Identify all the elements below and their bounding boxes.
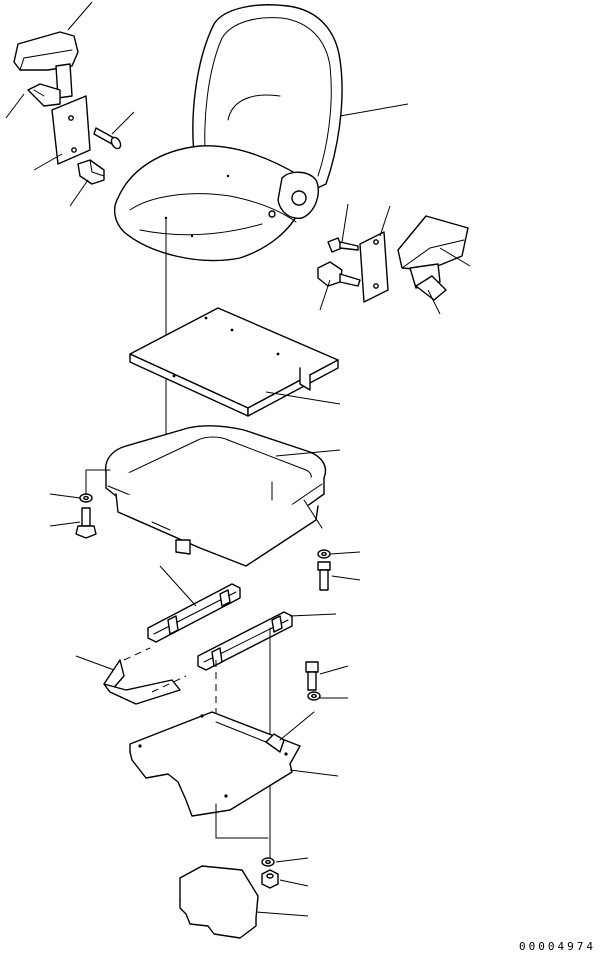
mat-icon [179, 865, 259, 939]
washer-icon [307, 691, 321, 701]
seat-assembly-icon [113, 4, 343, 262]
base-plate-icon [129, 711, 315, 839]
seat-plate-icon [129, 307, 339, 417]
armrest-bracket-left-icon [51, 95, 91, 165]
armrest-bracket-right-icon [359, 231, 389, 303]
slide-rail-left-icon [147, 583, 241, 643]
suspension-frame-icon [85, 425, 327, 567]
lever-icon [103, 647, 187, 705]
nut-icon [261, 869, 279, 889]
bolt-left-lower-icon [77, 159, 105, 185]
leader-lines [5, 1, 471, 917]
bolt-right-lower-icon [317, 261, 361, 287]
drawing-number: 00004974 [519, 940, 596, 953]
slide-rail-right-icon [197, 611, 293, 671]
washer-icon [261, 857, 275, 867]
armrest-left-icon [13, 31, 79, 107]
armrest-right-icon [397, 215, 469, 301]
washer-icon [79, 493, 93, 503]
bolt-left-upper-icon [93, 127, 122, 150]
bolt-right-upper-icon [327, 237, 359, 253]
bolt-icon [317, 561, 331, 591]
washer-icon [317, 549, 331, 559]
bolt-icon [75, 507, 97, 539]
bolt-icon [305, 661, 319, 691]
